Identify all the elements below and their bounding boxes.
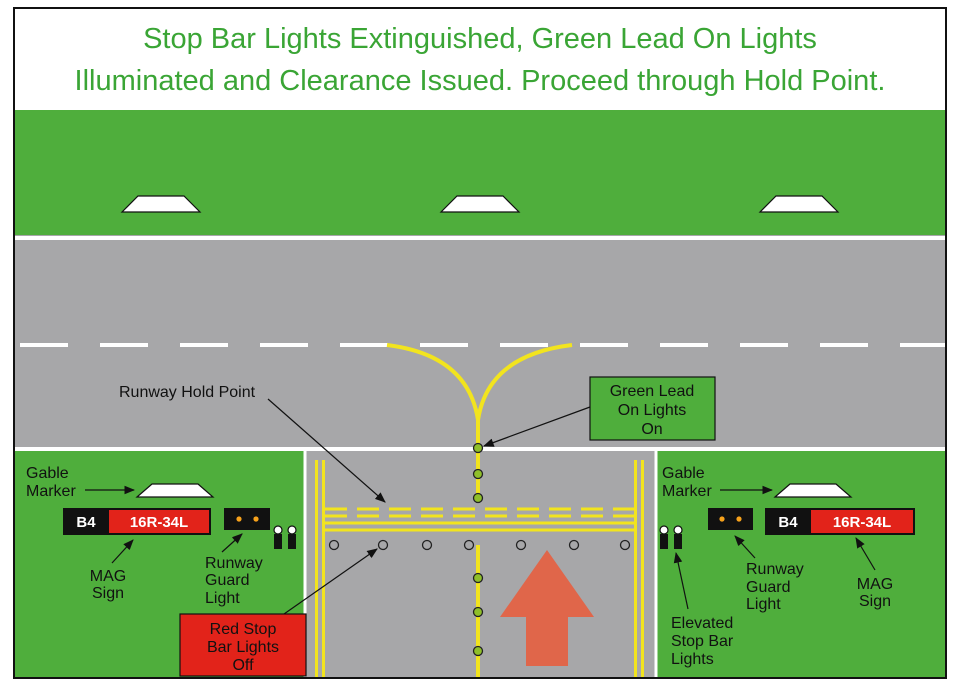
gable-marker-top-1 — [120, 195, 202, 213]
guard-arrow-right — [734, 535, 756, 559]
runway-guard-light-left — [224, 508, 270, 530]
gable-marker-top-2 — [439, 195, 521, 213]
red-stop-label-1: Red Stop — [210, 621, 277, 638]
gable-label-left-2: Marker — [26, 483, 76, 500]
guard-label-right-1: Runway — [746, 561, 804, 578]
runway-guard-light-right — [708, 508, 753, 530]
proceed-arrow — [500, 550, 594, 666]
red-stop-label-box — [179, 613, 307, 677]
mag-sign-left-taxiway: B4 — [76, 514, 96, 531]
red-stop-label-2: Bar Lights — [207, 639, 279, 656]
mag-sign-right-taxiway: B4 — [778, 514, 798, 531]
green-lead-label-3: On — [641, 421, 662, 438]
green-lead-label-box — [589, 376, 716, 441]
mag-label-right-2: Sign — [859, 593, 891, 610]
gable-label-right-2: Marker — [662, 483, 712, 500]
gable-marker-left — [135, 483, 215, 498]
gable-marker-top-3 — [758, 195, 840, 213]
guard-label-left-2: Guard — [205, 572, 249, 589]
elevated-label-3: Lights — [671, 651, 714, 668]
hold-point-marking — [325, 507, 634, 532]
mag-arrow-right — [855, 537, 876, 571]
hold-point-arrow — [267, 398, 386, 503]
gable-label-right-1: Gable — [662, 465, 705, 482]
red-stop-arrow — [283, 548, 378, 615]
stop-bar-lights — [328, 539, 631, 551]
title-line-2: Illuminated and Clearance Issued. Procee… — [75, 65, 886, 97]
title-line-1: Stop Bar Lights Extinguished, Green Lead… — [143, 23, 817, 55]
red-stop-label-3: Off — [232, 657, 254, 674]
elevated-label-1: Elevated — [671, 615, 733, 632]
guard-arrow-left — [221, 533, 243, 553]
taxiway-edge-markings — [315, 460, 644, 677]
elevated-label-2: Stop Bar — [671, 633, 734, 650]
guard-label-right-2: Guard — [746, 579, 790, 596]
elevated-arrow — [673, 551, 689, 610]
taxiway — [305, 451, 656, 677]
elevated-stop-bar-lights-right — [659, 525, 683, 549]
mag-sign-right-runway: 16R-34L — [833, 514, 891, 531]
runway-hold-point-label: Runway Hold Point — [119, 384, 256, 401]
guard-label-right-3: Light — [746, 596, 781, 613]
green-lead-label-1: Green Lead — [610, 383, 695, 400]
mag-label-left-1: MAG — [90, 568, 126, 585]
mag-sign-left: B4 16R-34L — [63, 508, 211, 535]
mag-sign-right: B4 16R-34L — [765, 508, 915, 535]
mag-label-right-1: MAG — [857, 576, 893, 593]
gable-marker-right — [773, 483, 853, 498]
green-lead-label-2: On Lights — [618, 402, 686, 419]
grass-top — [15, 110, 945, 235]
gable-label-left-1: Gable — [26, 465, 69, 482]
mag-label-left-2: Sign — [92, 585, 124, 602]
gable-markers-top — [120, 195, 840, 213]
mag-sign-left-runway: 16R-34L — [130, 514, 188, 531]
green-lead-arrow — [482, 406, 591, 447]
elevated-stop-bar-lights-left — [273, 525, 297, 549]
mag-arrow-left — [111, 539, 134, 564]
guard-label-left-1: Runway — [205, 555, 263, 572]
green-lead-lights — [472, 442, 484, 657]
guard-label-left-3: Light — [205, 590, 240, 607]
